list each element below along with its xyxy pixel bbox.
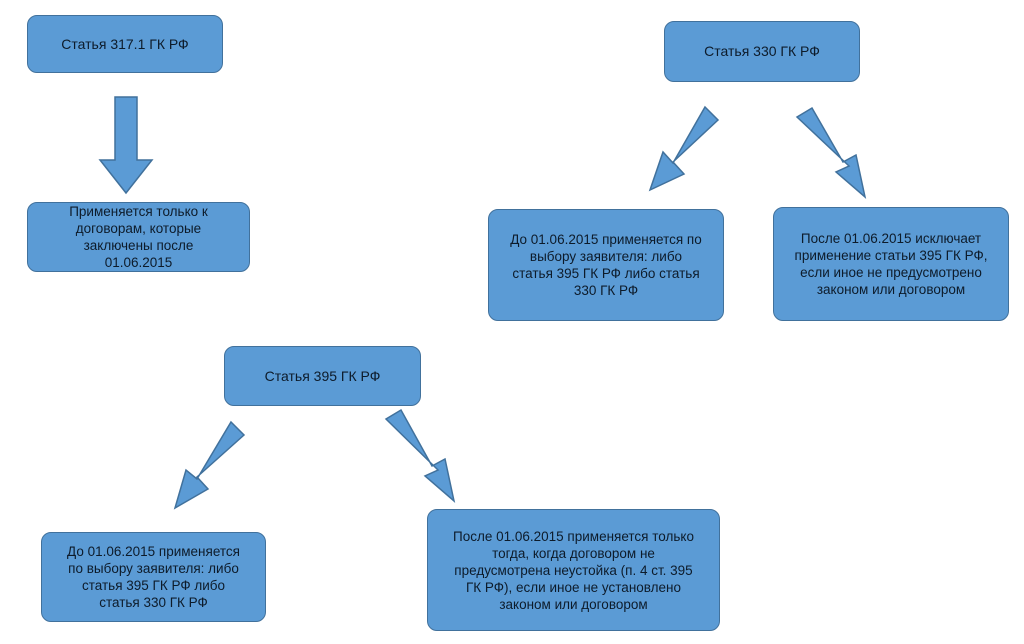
arrow-395-right [384,408,456,504]
box-article-317-1: Статья 317.1 ГК РФ [27,15,223,73]
box-article-395: Статья 395 ГК РФ [224,346,421,406]
arrow-395-left [173,420,246,510]
arrow-330-left [648,105,720,192]
box-article-330: Статья 330 ГК РФ [664,21,860,82]
box-article-395-before: До 01.06.2015 применяется по выбору заяв… [41,532,266,622]
box-article-330-before: До 01.06.2015 применяется по выбору заяв… [488,209,724,321]
box-article-317-1-note: Применяется только к договорам, которые … [27,202,250,272]
box-article-395-after: После 01.06.2015 применяется только тогд… [427,509,720,631]
box-article-330-after: После 01.06.2015 исключает применение ст… [773,207,1009,321]
arrow-330-right [795,106,867,200]
arrow-3171-down [98,96,154,195]
